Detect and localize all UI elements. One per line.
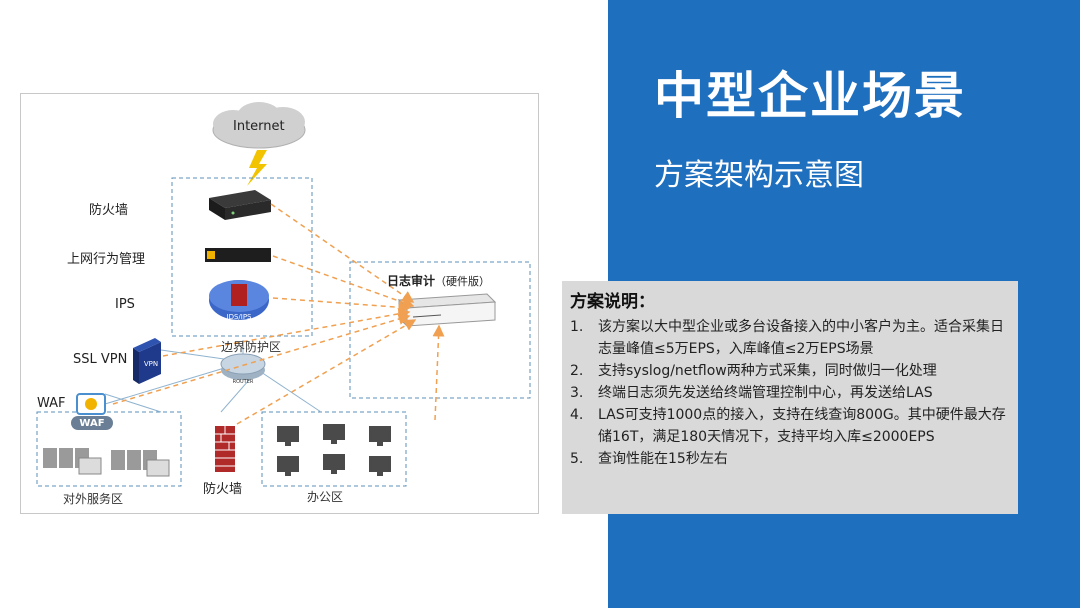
firewall-bottom-label: 防火墙 <box>203 482 243 497</box>
firewall-label: 防火墙 <box>89 203 129 218</box>
waf-badge-text: WAF <box>79 418 104 429</box>
external-zone-label: 对外服务区 <box>63 492 124 506</box>
description-item-text: 支持syslog/netflow两种方式采集，同时做归一化处理 <box>598 363 937 379</box>
waf-label: WAF <box>37 396 66 411</box>
log-audit-label: 日志审计（硬件版） <box>387 272 490 289</box>
external-zone-box <box>36 411 182 487</box>
behavior-management-device-icon <box>205 248 271 262</box>
firewall-device-icon <box>209 190 271 220</box>
network-lines <box>104 340 322 413</box>
description-item-text: LAS可支持1000点的接入，支持在线查询800G。其中硬件最大存储16T，满足… <box>598 407 1006 445</box>
router-icon-text: ROUTER <box>233 379 254 385</box>
description-item-text: 查询性能在15秒左右 <box>598 451 728 467</box>
description-title: 方案说明： <box>570 292 655 312</box>
architecture-diagram: IDS/IPS VPN ROUTER WAF <box>20 93 539 514</box>
brick-firewall-icon <box>215 426 235 472</box>
slide-subtitle: 方案架构示意图 <box>654 158 864 193</box>
ids-ips-icon: IDS/IPS <box>209 280 269 321</box>
slide-title: 中型企业场景 <box>654 67 966 125</box>
diagram-canvas: IDS/IPS VPN ROUTER WAF <box>36 102 531 487</box>
behavior-management-label: 上网行为管理 <box>67 252 146 267</box>
boundary-zone-label: 边界防护区 <box>221 340 282 354</box>
boundary-zone-box <box>171 177 313 337</box>
log-audit-server-icon <box>397 293 497 328</box>
vpn-icon-text: VPN <box>144 360 158 368</box>
internet-cloud-icon <box>212 102 306 149</box>
log-audit-zone-box <box>349 261 531 399</box>
description-item-number: 4. <box>570 407 584 423</box>
description-item-number: 3. <box>570 385 584 401</box>
office-zone-box <box>261 411 407 487</box>
description-list: 1. 该方案以大中型企业或多台设备接入的中小客户为主。适合采集日志量峰值≤5万E… <box>570 316 1008 470</box>
description-item-number: 5. <box>570 451 584 467</box>
office-zone-label: 办公区 <box>307 490 344 504</box>
lightning-icon <box>247 150 267 186</box>
description-item: 2. 支持syslog/netflow两种方式采集，同时做归一化处理 <box>570 360 1008 382</box>
log-audit-name: 日志审计 <box>387 274 436 288</box>
description-item: 5. 查询性能在15秒左右 <box>570 448 1008 470</box>
router-icon: ROUTER <box>220 353 266 385</box>
ids-ips-icon-text: IDS/IPS <box>227 313 253 321</box>
external-server-icons <box>43 448 170 477</box>
description-item-number: 2. <box>570 363 584 379</box>
log-flow-arrows <box>112 203 445 425</box>
description-item: 4. LAS可支持1000点的接入，支持在线查询800G。其中硬件最大存储16T… <box>570 404 1008 448</box>
description-box: 方案说明： 1. 该方案以大中型企业或多台设备接入的中小客户为主。适合采集日志量… <box>562 281 1018 514</box>
description-item-text: 该方案以大中型企业或多台设备接入的中小客户为主。适合采集日志量峰值≤5万EPS，… <box>598 319 1004 357</box>
description-item: 3. 终端日志须先发送给终端管理控制中心，再发送给LAS <box>570 382 1008 404</box>
internet-label: Internet <box>233 119 285 134</box>
vpn-appliance-icon: VPN <box>133 338 161 384</box>
ips-label: IPS <box>115 297 135 312</box>
description-item-number: 1. <box>570 319 584 335</box>
description-item-text: 终端日志须先发送给终端管理控制中心，再发送给LAS <box>598 385 933 401</box>
office-pc-icons <box>277 424 391 476</box>
log-audit-suffix: （硬件版） <box>435 275 491 288</box>
ssl-vpn-label: SSL VPN <box>73 352 128 367</box>
description-item: 1. 该方案以大中型企业或多台设备接入的中小客户为主。适合采集日志量峰值≤5万E… <box>570 316 1008 360</box>
waf-icon: WAF <box>71 393 113 430</box>
